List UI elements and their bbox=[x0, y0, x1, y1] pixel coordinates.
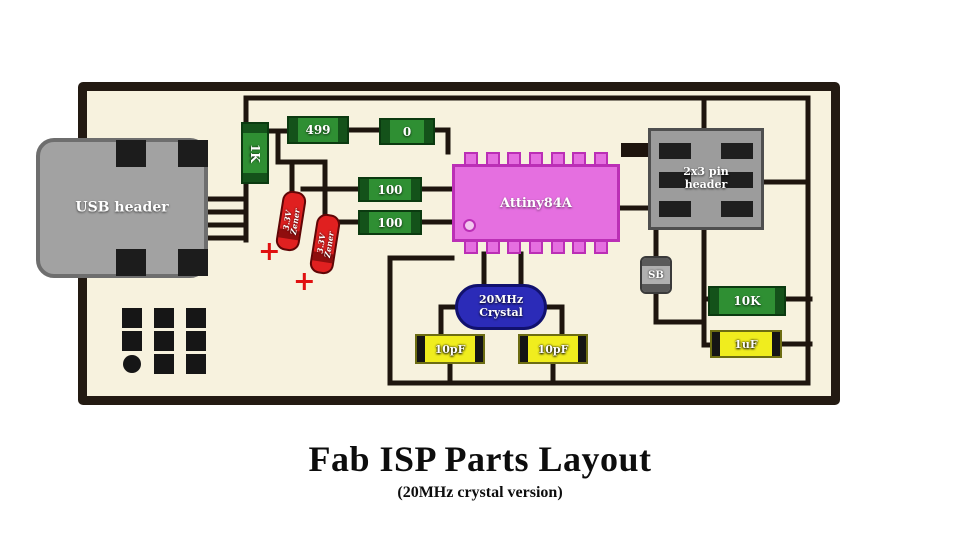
usb-mount-pad bbox=[178, 249, 208, 276]
plus-mark: + bbox=[293, 266, 316, 297]
resistor-100-a: 100 bbox=[358, 177, 422, 202]
resistor-end bbox=[360, 212, 369, 233]
ic-attiny84a: Attiny84A bbox=[452, 152, 620, 254]
usb-mount-pad bbox=[178, 140, 208, 167]
capacitor-10pf-a-label: 10pF bbox=[434, 342, 466, 356]
pin-header-label-wrap: 2x3 pin header bbox=[651, 131, 761, 227]
usb-mount-pad bbox=[116, 140, 146, 167]
solder-bridge: SB bbox=[640, 256, 672, 294]
board-pad bbox=[186, 354, 206, 374]
board-pad bbox=[154, 354, 174, 374]
resistor-end bbox=[289, 118, 298, 142]
zener-a-label: 3.3V Zener bbox=[280, 207, 302, 236]
ic-body: Attiny84A bbox=[452, 164, 620, 242]
ic-pin bbox=[550, 240, 565, 254]
resistor-end bbox=[424, 120, 433, 143]
resistor-end bbox=[243, 173, 267, 182]
ic-pin bbox=[507, 240, 522, 254]
capacitor-10pf-b-label: 10pF bbox=[537, 342, 569, 356]
resistor-1k-label: 1K bbox=[248, 143, 262, 163]
capacitor-10pf-b: 10pF bbox=[518, 334, 588, 364]
resistor-100-b-label: 100 bbox=[377, 215, 403, 230]
capacitor-end bbox=[712, 332, 720, 356]
board-pad bbox=[186, 308, 206, 328]
resistor-10k-label: 10K bbox=[733, 294, 761, 308]
resistor-100-a-label: 100 bbox=[377, 182, 403, 197]
ic-pin bbox=[593, 240, 608, 254]
pin-header-label: 2x3 pin header bbox=[683, 165, 729, 191]
resistor-end bbox=[338, 118, 347, 142]
resistor-499: 499 bbox=[287, 116, 349, 144]
resistor-end bbox=[360, 179, 369, 200]
page-title: Fab ISP Parts Layout bbox=[308, 439, 652, 479]
capacitor-end bbox=[417, 336, 425, 362]
board-pad bbox=[122, 331, 142, 351]
resistor-end bbox=[710, 288, 719, 314]
crystal-20mhz: 20MHz Crystal bbox=[455, 284, 547, 330]
usb-header: USB header bbox=[36, 138, 208, 278]
ic-pin bbox=[464, 240, 478, 254]
resistor-end bbox=[381, 120, 390, 143]
resistor-end bbox=[411, 212, 420, 233]
board-pad bbox=[186, 331, 206, 351]
ic-pin bbox=[572, 240, 587, 254]
board-pad bbox=[154, 308, 174, 328]
resistor-0: 0 bbox=[379, 118, 435, 145]
sb-label: SB bbox=[648, 269, 664, 281]
resistor-end bbox=[775, 288, 784, 314]
crystal-label: 20MHz Crystal bbox=[478, 293, 524, 319]
board-pad-round bbox=[123, 355, 141, 373]
pin-header-2x3: 2x3 pin header bbox=[648, 128, 764, 230]
resistor-10k: 10K bbox=[708, 286, 786, 316]
ic-pin-row-bottom bbox=[452, 240, 620, 254]
resistor-1k: 1K bbox=[241, 122, 269, 184]
ic-pin bbox=[528, 240, 543, 254]
usb-header-label: USB header bbox=[75, 199, 169, 216]
ic-label: Attiny84A bbox=[500, 195, 572, 211]
resistor-499-label: 499 bbox=[305, 123, 331, 137]
sb-end bbox=[642, 258, 670, 266]
ic-pin bbox=[485, 240, 500, 254]
usb-mount-pad bbox=[116, 249, 146, 276]
capacitor-end bbox=[772, 332, 780, 356]
board-pad bbox=[154, 331, 174, 351]
zener-b-label: 3.3V Zener bbox=[314, 230, 336, 259]
capacitor-end bbox=[578, 336, 586, 362]
sb-end bbox=[642, 284, 670, 292]
capacitor-end bbox=[475, 336, 483, 362]
capacitor-10pf-a: 10pF bbox=[415, 334, 485, 364]
page-subtitle: (20MHz crystal version) bbox=[397, 484, 563, 501]
resistor-end bbox=[411, 179, 420, 200]
resistor-0-label: 0 bbox=[402, 124, 412, 139]
capacitor-1uf-label: 1uF bbox=[734, 337, 758, 351]
capacitor-1uf: 1uF bbox=[710, 330, 782, 358]
capacitor-end bbox=[520, 336, 528, 362]
resistor-end bbox=[243, 124, 267, 133]
resistor-100-b: 100 bbox=[358, 210, 422, 235]
ic-pin1-dot bbox=[463, 219, 476, 232]
plus-mark: + bbox=[258, 236, 281, 267]
board-pad bbox=[122, 308, 142, 328]
